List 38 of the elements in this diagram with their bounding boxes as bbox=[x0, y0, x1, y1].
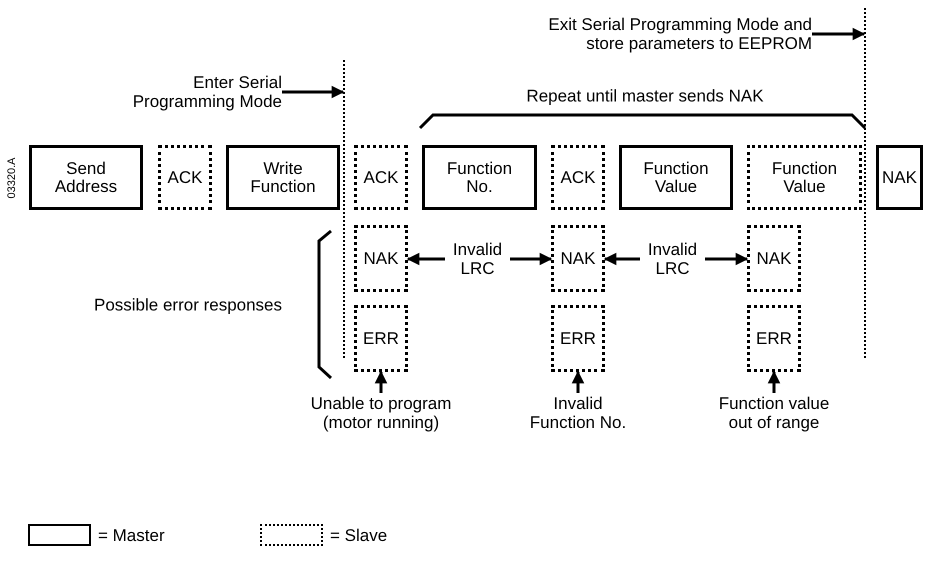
arrow bbox=[282, 86, 344, 98]
master-message-box: Function Value bbox=[619, 145, 733, 210]
bracket-label: Repeat until master sends NAK bbox=[526, 86, 764, 106]
master-message-box: NAK bbox=[876, 145, 923, 210]
arrow bbox=[510, 252, 552, 266]
annotation-text: Enter Serial Programming Mode bbox=[20, 72, 282, 112]
annotation-text: Function value out of range bbox=[716, 393, 832, 433]
dotted-divider-line bbox=[864, 8, 868, 358]
master-message-box: Function No. bbox=[422, 145, 537, 210]
slave-response-box: ERR bbox=[354, 305, 408, 372]
arrow bbox=[374, 370, 388, 393]
arrow bbox=[768, 370, 780, 393]
arrow bbox=[406, 252, 445, 266]
legend-text: = Master bbox=[98, 526, 165, 545]
slave-response-box: NAK bbox=[747, 225, 801, 292]
arrow bbox=[604, 252, 640, 266]
arrow bbox=[572, 370, 584, 393]
slave-response-box: ACK bbox=[354, 145, 408, 210]
dotted-divider-line bbox=[343, 60, 347, 358]
arrow bbox=[705, 252, 748, 266]
master-message-box: Send Address bbox=[29, 145, 143, 210]
annotation-text: Unable to program (motor running) bbox=[286, 393, 476, 433]
annotation-text: Exit Serial Programming Mode and store parameters to EEPROM bbox=[520, 14, 812, 54]
slave-response-box: NAK bbox=[551, 225, 605, 292]
arrow bbox=[812, 28, 866, 40]
slave-response-box: ERR bbox=[551, 305, 605, 372]
slave-response-box: Function Value bbox=[747, 145, 862, 210]
slave-response-box: ACK bbox=[158, 145, 212, 210]
slave-response-box: ACK bbox=[551, 145, 605, 210]
brace-label: Possible error responses bbox=[94, 296, 282, 314]
legend-text: = Slave bbox=[330, 526, 388, 545]
annotation-text: Invalid LRC bbox=[640, 239, 705, 279]
slave-response-box: NAK bbox=[354, 225, 408, 292]
annotation-text: Invalid LRC bbox=[445, 239, 510, 279]
figure-id: 03320.A bbox=[6, 158, 18, 198]
annotation-text: Invalid Function No. bbox=[528, 393, 628, 433]
master-message-box: Write Function bbox=[226, 145, 340, 210]
slave-response-box: ERR bbox=[747, 305, 801, 372]
